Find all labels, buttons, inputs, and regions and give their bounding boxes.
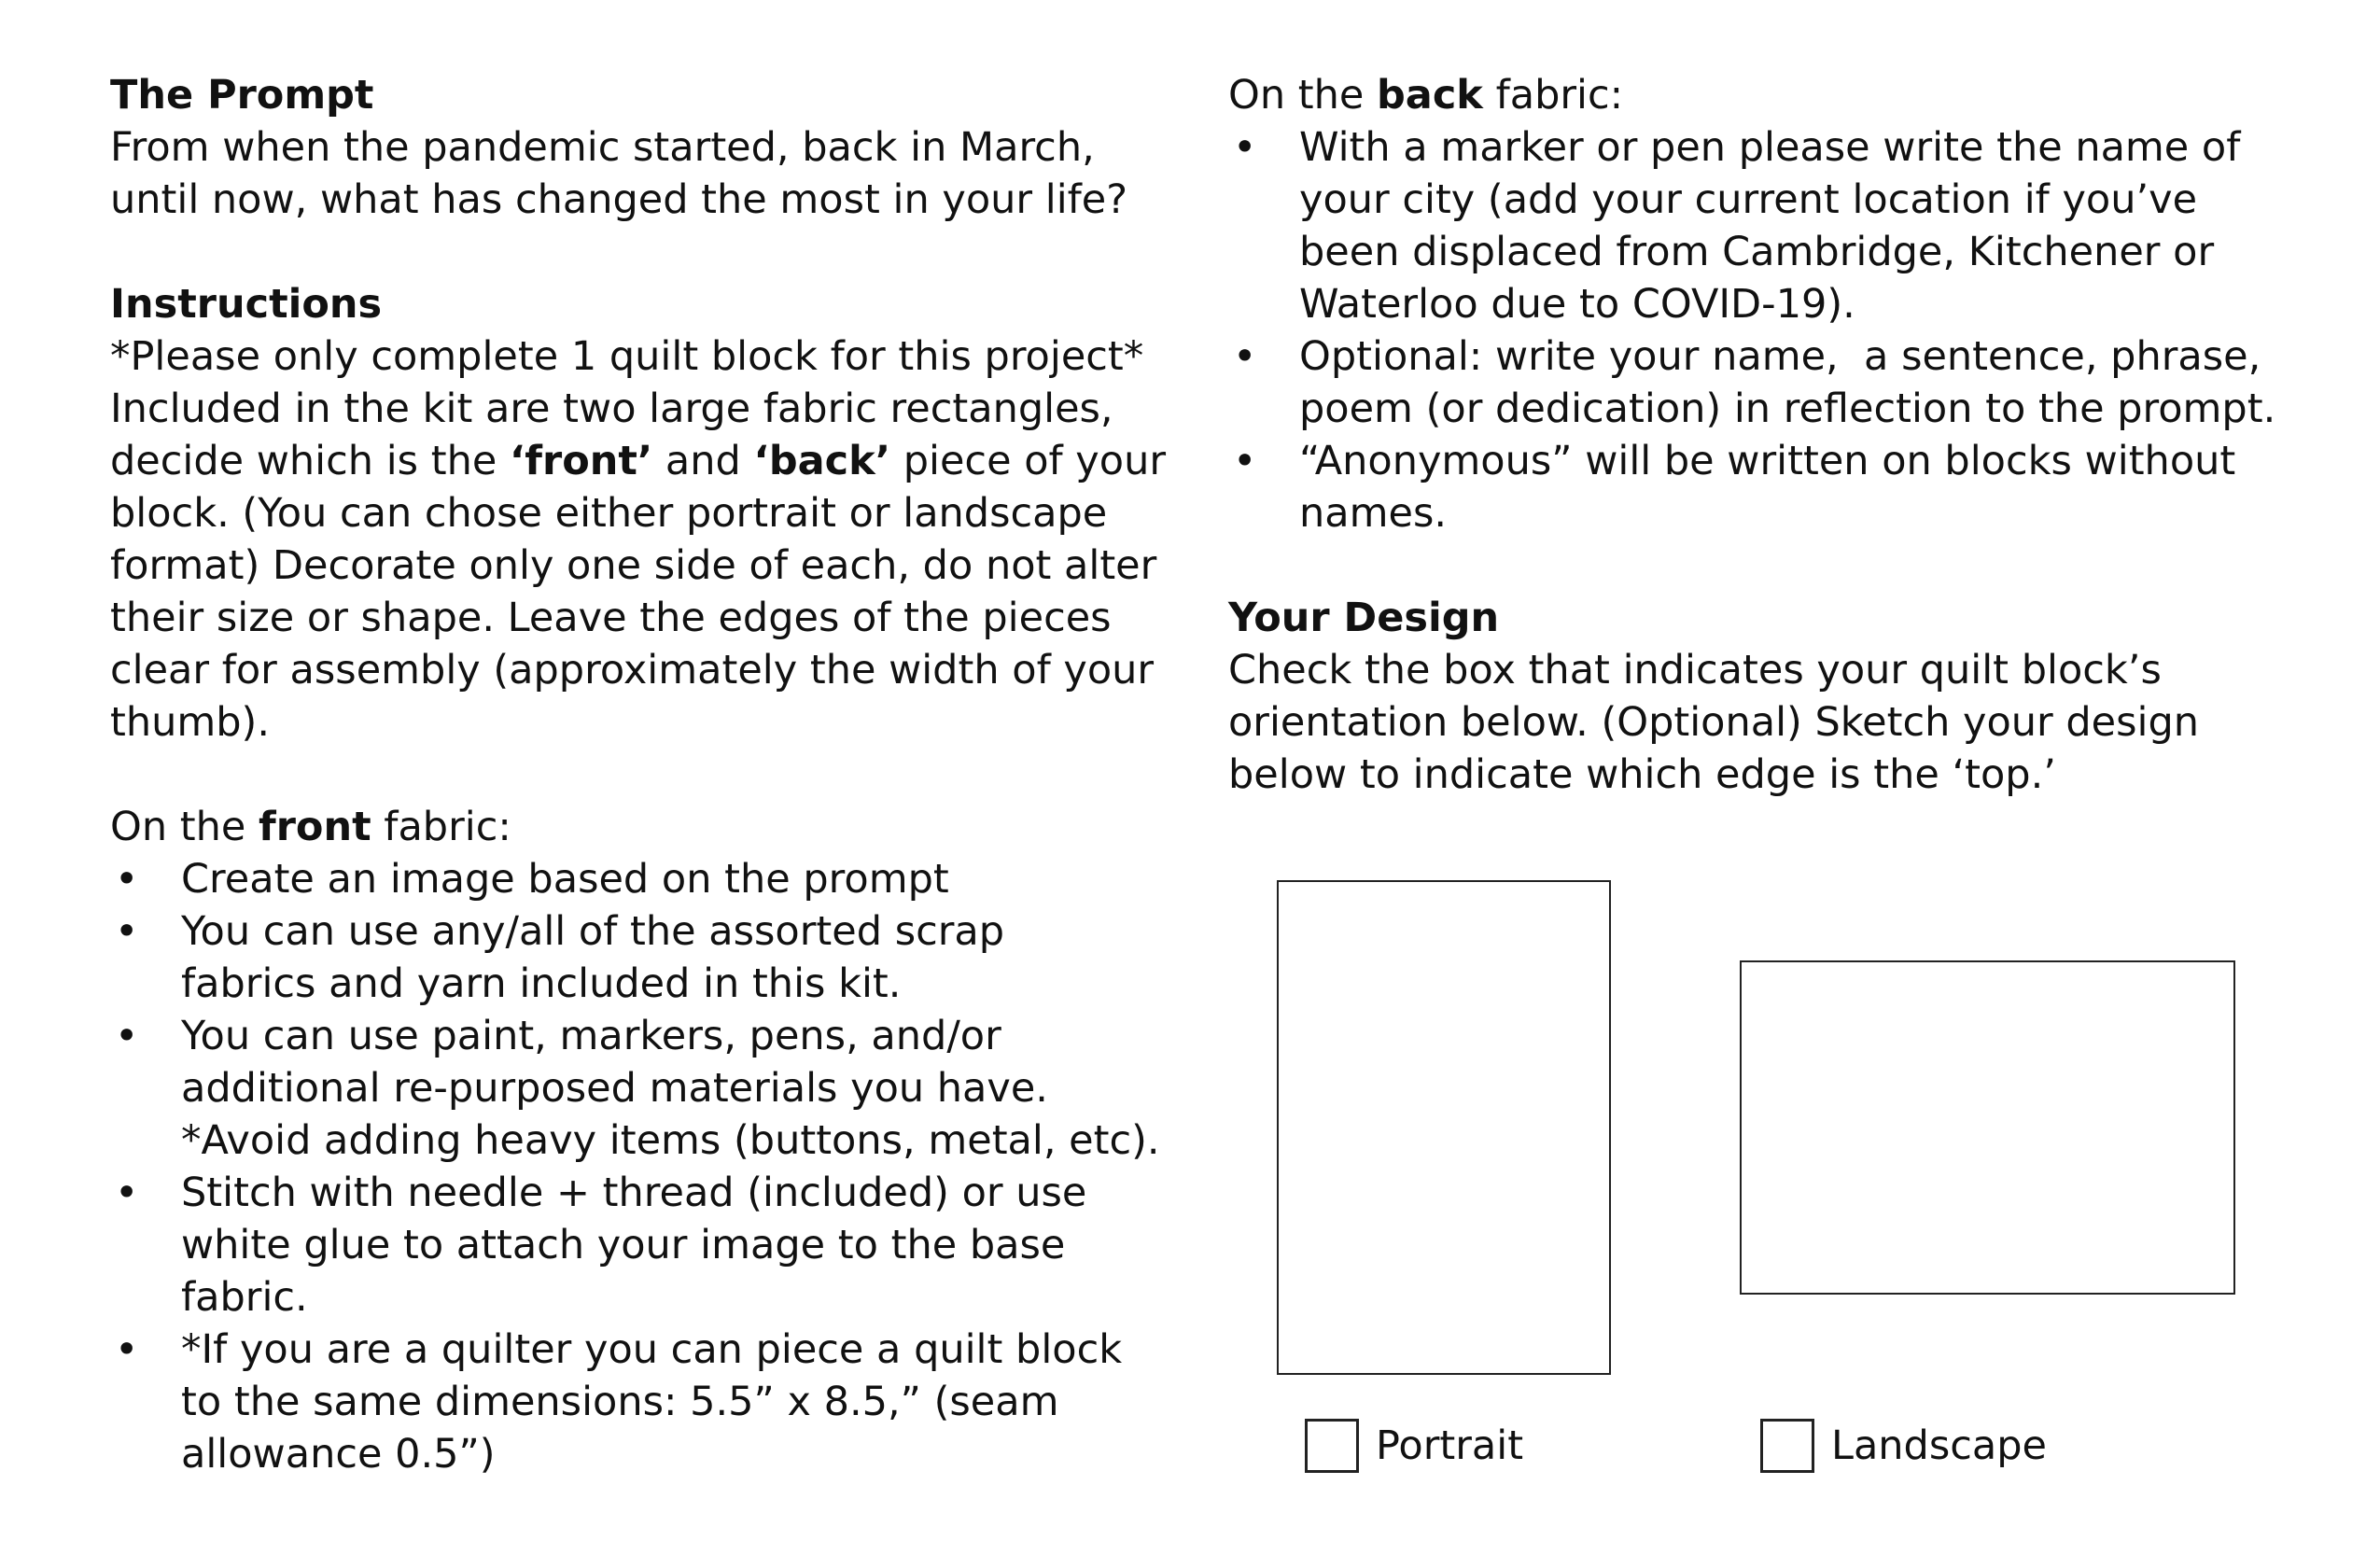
portrait-option[interactable]: Portrait bbox=[1305, 1419, 1523, 1473]
list-item: With a marker or pen please write the na… bbox=[1228, 121, 2302, 330]
list-item: You can use paint, markers, pens, and/or… bbox=[110, 1010, 1174, 1167]
back-fabric-list: With a marker or pen please write the na… bbox=[1228, 121, 2302, 539]
list-item: *If you are a quilter you can piece a qu… bbox=[110, 1324, 1174, 1480]
instructions-line: clear for assembly (approximately the wi… bbox=[110, 647, 1155, 693]
prompt-text: From when the pandemic started, back in … bbox=[110, 121, 1174, 226]
prompt-heading: The Prompt bbox=[110, 72, 374, 119]
front-fabric-intro: On the front fabric: bbox=[110, 804, 511, 850]
list-item: “Anonymous” will be written on blocks wi… bbox=[1228, 435, 2302, 539]
front-fabric-list: Create an image based on the prompt You … bbox=[110, 853, 1174, 1480]
portrait-label: Portrait bbox=[1376, 1422, 1524, 1469]
prompt-line: until now, what has changed the most in … bbox=[110, 176, 1128, 223]
your-design-text: Check the box that indicates your quilt … bbox=[1228, 647, 2200, 798]
list-item: Create an image based on the prompt bbox=[110, 853, 1174, 905]
instructions-line: Included in the kit are two large fabric… bbox=[110, 385, 1113, 432]
instructions-line-front-back: decide which is the ‘front’ and ‘back’ p… bbox=[110, 438, 1166, 484]
your-design-heading: Your Design bbox=[1228, 595, 1500, 641]
back-fabric-intro: On the back fabric: bbox=[1228, 72, 1624, 119]
back-keyword: ‘back’ bbox=[753, 438, 891, 484]
left-column: The Prompt From when the pandemic starte… bbox=[110, 69, 1174, 1480]
instructions-text: *Please only complete 1 quilt block for … bbox=[110, 330, 1174, 749]
landscape-checkbox[interactable] bbox=[1760, 1419, 1814, 1473]
instructions-line: thumb). bbox=[110, 699, 270, 746]
portrait-checkbox[interactable] bbox=[1305, 1419, 1359, 1473]
instructions-line: block. (You can chose either portrait or… bbox=[110, 490, 1108, 537]
front-keyword: ‘front’ bbox=[509, 438, 653, 484]
list-item: You can use any/all of the assorted scra… bbox=[110, 905, 1174, 1010]
landscape-sketch-box bbox=[1740, 960, 2235, 1295]
instructions-line: their size or shape. Leave the edges of … bbox=[110, 595, 1112, 641]
instructions-heading: Instructions bbox=[110, 281, 383, 328]
list-item: Stitch with needle + thread (included) o… bbox=[110, 1167, 1174, 1324]
prompt-line: From when the pandemic started, back in … bbox=[110, 124, 1095, 171]
landscape-option[interactable]: Landscape bbox=[1760, 1419, 2047, 1473]
list-item: Optional: write your name, a sentence, p… bbox=[1228, 330, 2302, 435]
right-column: On the back fabric: With a marker or pen… bbox=[1228, 69, 2302, 801]
instructions-line: *Please only complete 1 quilt block for … bbox=[110, 333, 1144, 380]
instructions-line: format) Decorate only one side of each, … bbox=[110, 542, 1157, 589]
landscape-label: Landscape bbox=[1831, 1422, 2047, 1469]
portrait-sketch-box bbox=[1277, 880, 1611, 1375]
